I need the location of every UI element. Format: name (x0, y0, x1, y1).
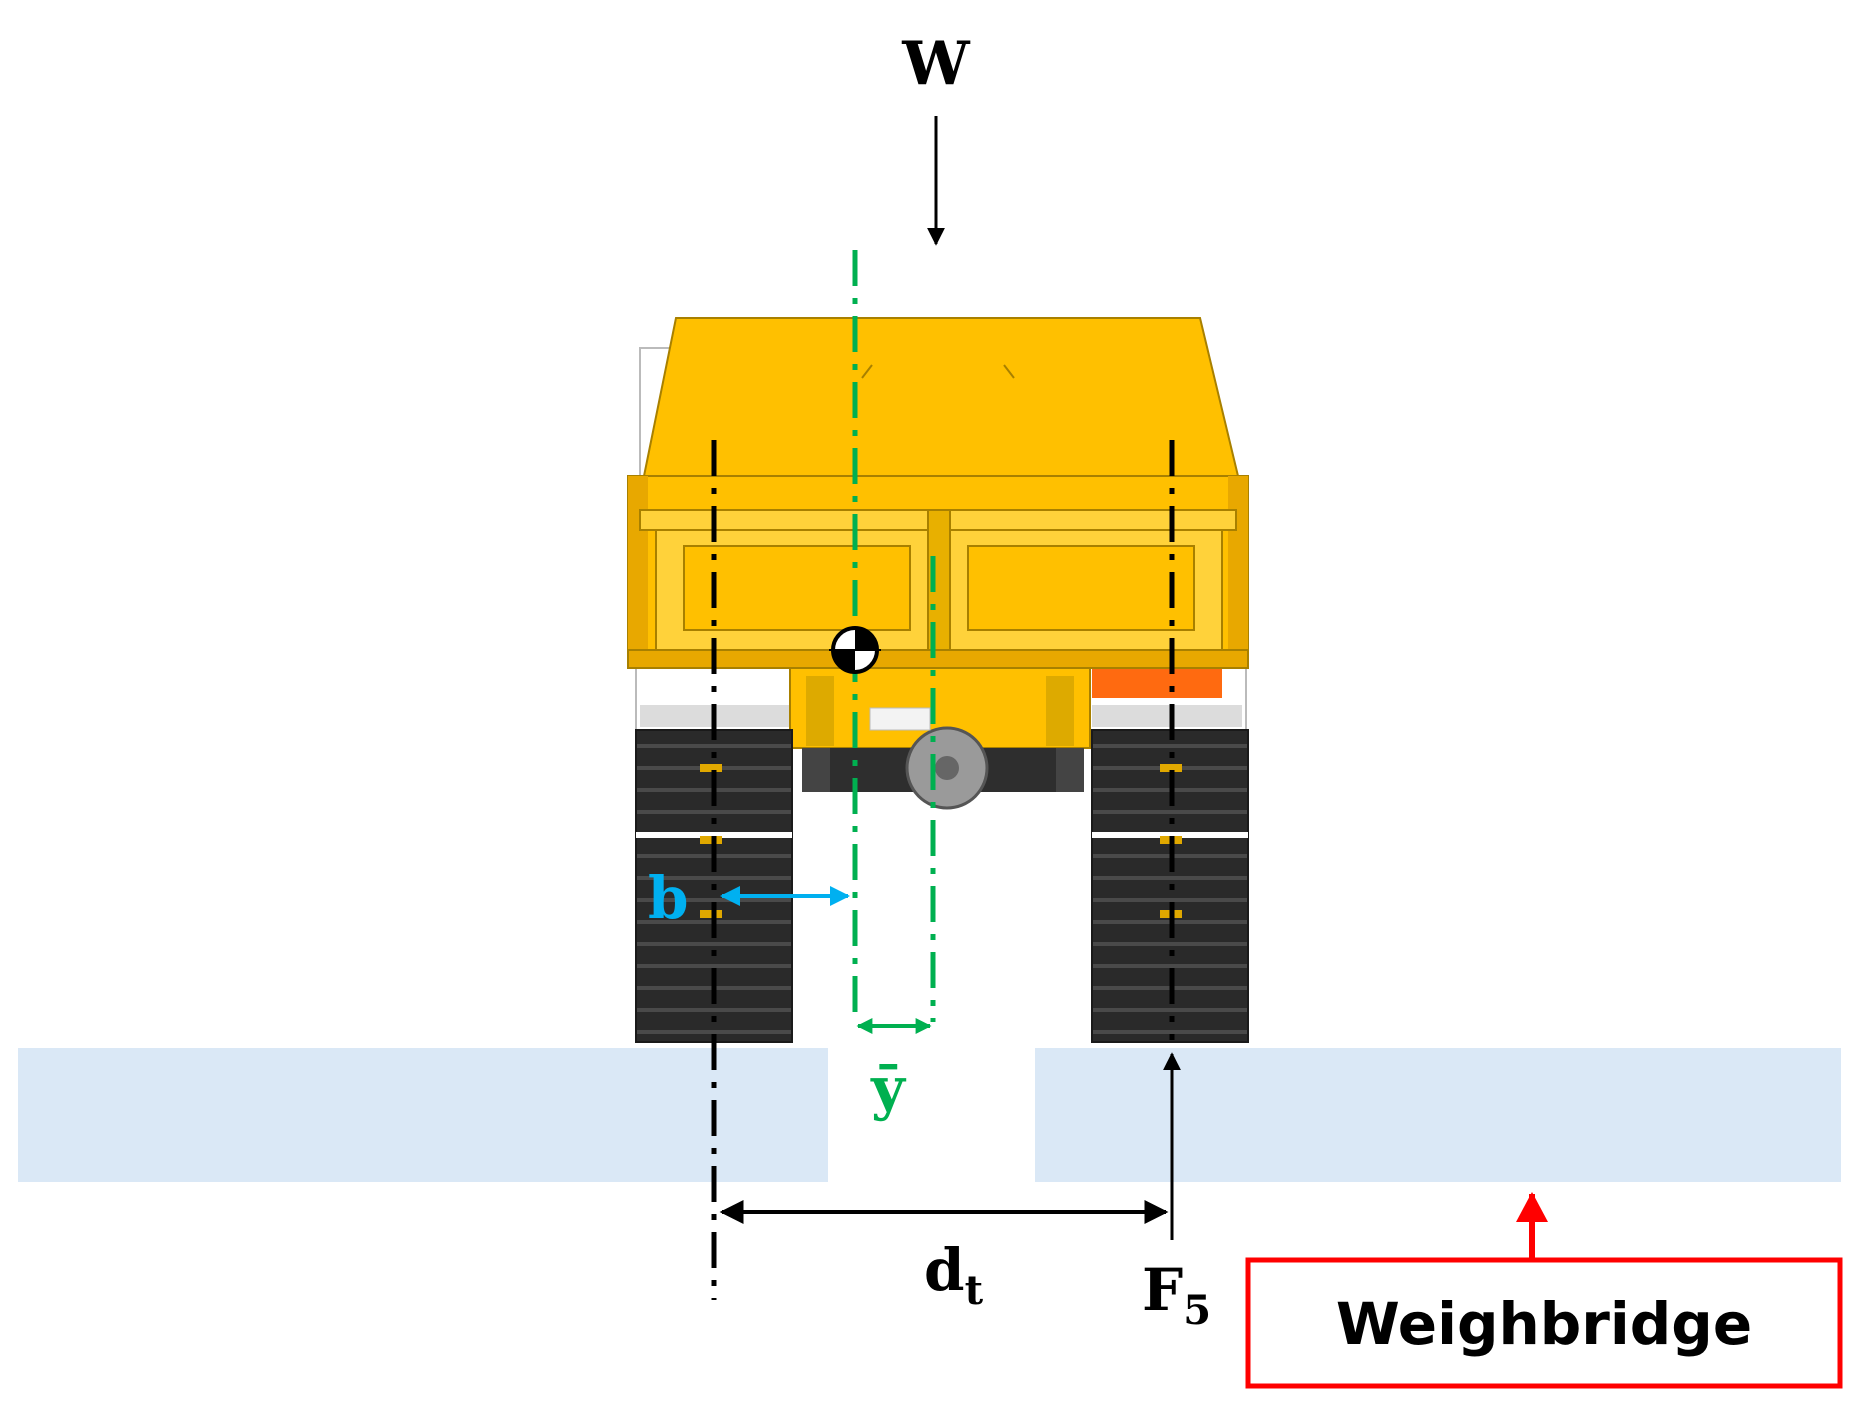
dt-label: dt (924, 1236, 984, 1314)
weighbridge-label: Weighbridge (1336, 1290, 1752, 1358)
b-label: b (648, 864, 689, 932)
ybar-label: ȳ (870, 1054, 907, 1122)
weighbridge-platform-right (1035, 1048, 1841, 1182)
weight-label: W (901, 29, 971, 99)
tracked-dump-carrier (627, 317, 1249, 1043)
center-of-gravity-icon (829, 626, 881, 674)
weighbridge-pointer-head (1516, 1192, 1548, 1222)
weighbridge-platform-left (18, 1048, 828, 1182)
weighbridge-label-box (1245, 1257, 1843, 1389)
f5-label: F5 (1142, 1256, 1211, 1334)
